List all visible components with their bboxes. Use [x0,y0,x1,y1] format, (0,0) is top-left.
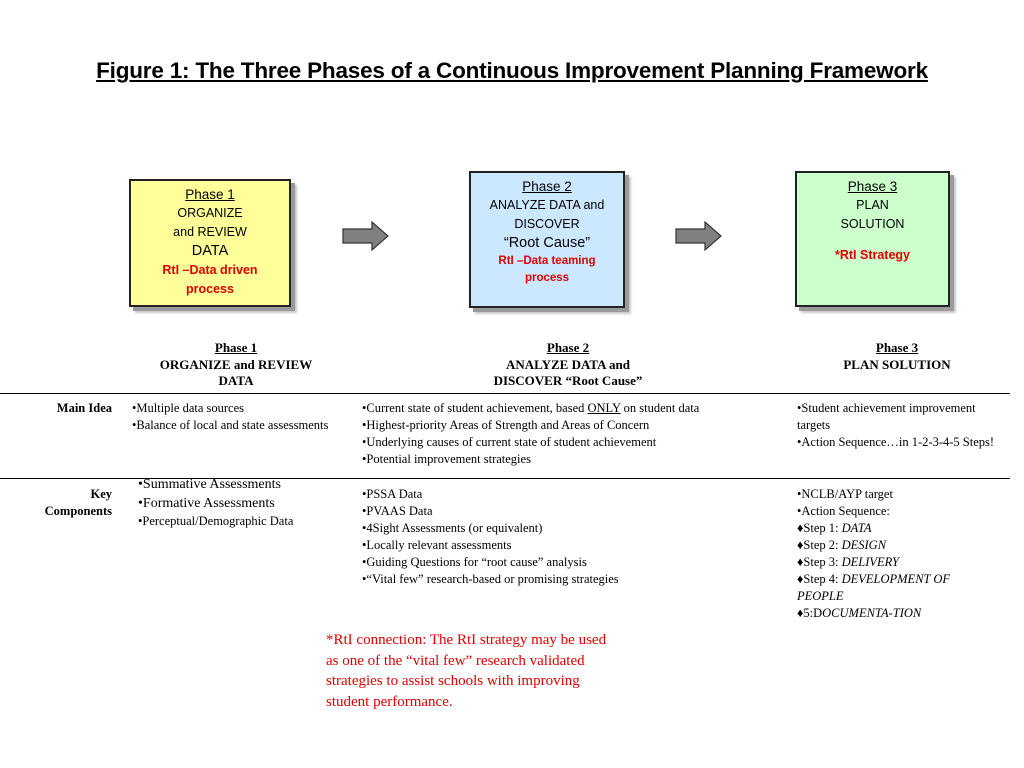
header-phase-1-name: ORGANIZE and REVIEW DATA [159,356,313,389]
main-idea-col2: •Current state of student achievement, b… [362,400,782,468]
phase-3-line1: PLAN [856,198,889,212]
phase-1-rti: RtI –Data driven process [162,263,258,296]
list-item: ♦Step 2: DESIGN [797,538,887,552]
list-item: •Locally relevant assessments [362,538,512,552]
list-item: •Summative Assessments [138,477,281,492]
table-divider [0,393,1010,394]
list-item: •Guiding Questions for “root cause” anal… [362,555,587,569]
arrow-right-icon [342,221,389,251]
header-phase-2-name: ANALYZE DATA and DISCOVER “Root Cause” [493,356,643,389]
list-item: •Highest-priority Areas of Strength and … [362,418,650,432]
list-item: •PSSA Data [362,487,423,501]
table-header-phase-3: Phase 3 PLAN SOLUTION [807,340,987,373]
phase-2-box: Phase 2 ANALYZE DATA and DISCOVER “Root … [469,171,625,308]
phase-3-label: Phase 3 [847,179,898,194]
table-header-phase-1: Phase 1 ORGANIZE and REVIEW DATA [146,340,326,390]
phase-1-line3: DATA [191,243,229,259]
figure-title: Figure 1: The Three Phases of a Continuo… [96,58,928,83]
rti-connection-note: *RtI connection: The RtI strategy may be… [326,632,607,710]
phase-3-box: Phase 3 PLAN SOLUTION *RtI Strategy [795,171,950,307]
phase-2-label: Phase 2 [522,179,572,194]
row-label-main-idea: Main Idea [56,401,112,415]
header-phase-2-label: Phase 2 [546,340,590,355]
phase-3-rti: *RtI Strategy [834,248,911,262]
list-item: ♦5:DOCUMENTA-TION [797,606,922,620]
key-components-col1: •Summative Assessments •Formative Assess… [138,476,338,530]
list-item: •“Vital few” research-based or promising… [362,572,619,586]
list-item: •Student achievement improvement targets [797,401,976,432]
list-item: •Underlying causes of current state of s… [362,435,657,449]
phase-2-line1: ANALYZE DATA and [489,198,605,212]
phase-2-line2: DISCOVER [514,217,580,231]
key-components-col2: •PSSA Data •PVAAS Data •4Sight Assessmen… [362,486,782,588]
main-idea-col3: •Student achievement improvement targets… [797,400,997,451]
list-item: •PVAAS Data [362,504,433,518]
phase-3-line2: SOLUTION [840,217,905,231]
list-item: •Balance of local and state assessments [132,418,329,432]
main-idea-col1: •Multiple data sources •Balance of local… [132,400,332,434]
header-phase-1-label: Phase 1 [214,340,258,355]
list-item: ♦Step 1: DATA [797,521,872,535]
phase-2-rti: RtI –Data teaming process [498,255,596,284]
key-components-col3: •NCLB/AYP target •Action Sequence: ♦Step… [797,486,997,622]
phase-1-label: Phase 1 [185,187,235,202]
phase-1-box: Phase 1 ORGANIZE and REVIEW DATA RtI –Da… [129,179,291,307]
list-item: •Multiple data sources [132,401,245,415]
list-item: ♦Step 3: DELIVERY [797,555,900,569]
phase-1-line2: and REVIEW [173,225,247,239]
list-item: ♦Step 4: DEVELOPMENT OF PEOPLE [797,572,951,603]
list-item: •Perceptual/Demographic Data [138,514,294,528]
phase-2-line3: “Root Cause” [503,235,591,251]
table-divider [0,478,1010,479]
phase-1-line1: ORGANIZE [177,206,243,220]
list-item: •Action Sequence…in 1-2-3-4-5 Steps! [797,435,995,449]
list-item: •4Sight Assessments (or equivalent) [362,521,543,535]
list-item: •Potential improvement strategies [362,452,531,466]
header-phase-3-name: PLAN SOLUTION [843,356,951,372]
list-item: •Formative Assessments [138,495,275,511]
arrow-right-icon [675,221,722,251]
table-header-phase-2: Phase 2 ANALYZE DATA and DISCOVER “Root … [478,340,658,390]
row-label-key-components: Key Components [44,487,112,518]
list-item: •Current state of student achievement, b… [362,401,700,415]
header-phase-3-label: Phase 3 [875,340,919,355]
list-item: •Action Sequence: [797,504,890,518]
list-item: •NCLB/AYP target [797,487,893,501]
